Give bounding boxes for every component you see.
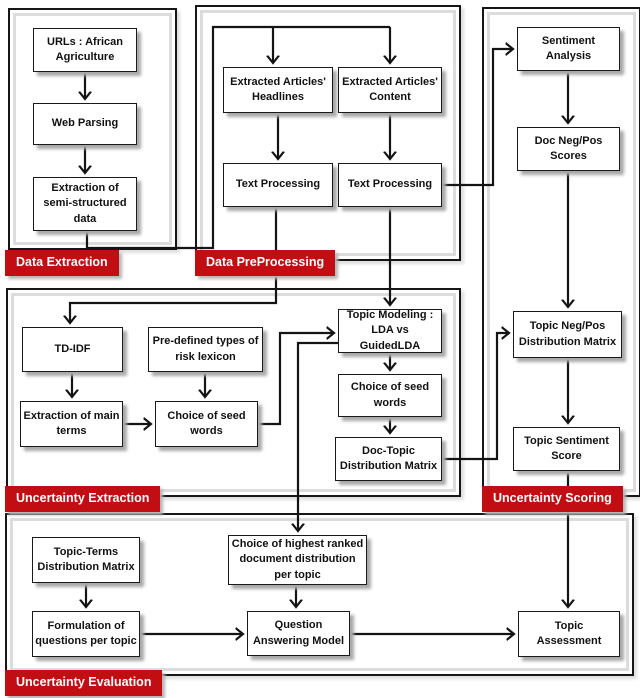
node-topic-sentiment-score: Topic Sentiment Score xyxy=(513,427,620,471)
node-doc-negpos-scores: Doc Neg/Pos Scores xyxy=(517,127,620,171)
node-sentiment-analysis: Sentiment Analysis xyxy=(517,27,620,71)
node-choice-of-seed-words-right: Choice of seed words xyxy=(338,374,442,417)
label-uncertainty-evaluation: Uncertainty Evaluation xyxy=(5,670,163,696)
node-text-processing-content: Text Processing xyxy=(338,163,442,207)
node-web-parsing: Web Parsing xyxy=(33,103,137,145)
node-extracted-headlines: Extracted Articles' Headlines xyxy=(223,67,333,113)
section-data-preprocessing xyxy=(195,5,461,261)
node-topic-modeling: Topic Modeling : LDA vs GuidedLDA xyxy=(338,309,442,353)
node-text-processing-headlines: Text Processing xyxy=(223,163,333,207)
label-uncertainty-extraction: Uncertainty Extraction xyxy=(5,486,161,512)
label-data-extraction: Data Extraction xyxy=(5,250,119,276)
section-uncertainty-scoring xyxy=(482,7,640,497)
label-data-preprocessing: Data PreProcessing xyxy=(195,250,336,276)
node-question-answering-model: Question Answering Model xyxy=(247,611,350,656)
node-topic-negpos-distribution-matrix: Topic Neg/Pos Distribution Matrix xyxy=(513,311,622,358)
node-td-idf: TD-IDF xyxy=(22,327,123,372)
node-formulation-of-questions: Formulation of questions per topic xyxy=(32,611,140,657)
node-topic-terms-distribution-matrix: Topic-Terms Distribution Matrix xyxy=(32,537,140,583)
node-extraction-main-terms: Extraction of main terms xyxy=(20,401,123,447)
node-topic-assessment: Topic Assessment xyxy=(518,611,620,657)
node-urls-african-agriculture: URLs : African Agriculture xyxy=(33,28,137,72)
node-doc-topic-distribution-matrix: Doc-Topic Distribution Matrix xyxy=(335,437,442,481)
node-choice-highest-ranked: Choice of highest ranked document distri… xyxy=(228,535,367,585)
node-risk-lexicon: Pre-defined types of risk lexicon xyxy=(148,327,263,372)
node-extracted-content: Extracted Articles' Content xyxy=(338,67,442,113)
node-extraction-semi-structured: Extraction of semi-structured data xyxy=(33,177,137,231)
label-uncertainty-scoring: Uncertainty Scoring xyxy=(482,486,623,512)
node-choice-of-seed-words-left: Choice of seed words xyxy=(155,401,258,447)
